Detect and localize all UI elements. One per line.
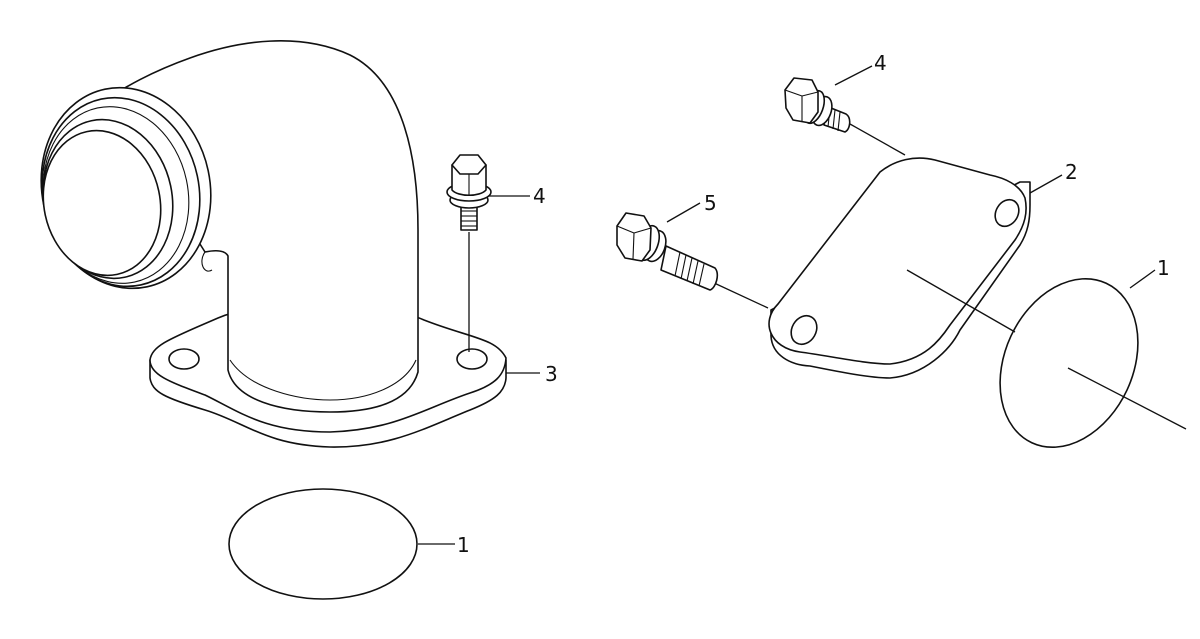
callout-label-elbow: 3	[545, 362, 558, 386]
callout-label-bolt-plate-top: 4	[874, 51, 887, 75]
assembly-centerline	[906, 269, 1016, 333]
callout-label-cover-plate: 2	[1065, 160, 1078, 184]
gasket-right	[999, 277, 1139, 449]
callout-leaders	[418, 65, 1156, 545]
elbow-pipe	[40, 40, 507, 448]
callout-label-gasket-right: 1	[1157, 256, 1170, 280]
callout-label-bolt-elbow: 4	[533, 184, 546, 208]
callout-label-gasket-bottom: 1	[457, 533, 470, 557]
cover-plate	[768, 157, 1031, 379]
bolt-elbow-vertical	[446, 154, 492, 352]
callout-label-bolt-plate-left: 5	[704, 191, 717, 215]
gasket-bottom	[228, 488, 418, 600]
bolt-plate-left	[616, 212, 769, 309]
bolt-plate-top	[784, 77, 906, 156]
